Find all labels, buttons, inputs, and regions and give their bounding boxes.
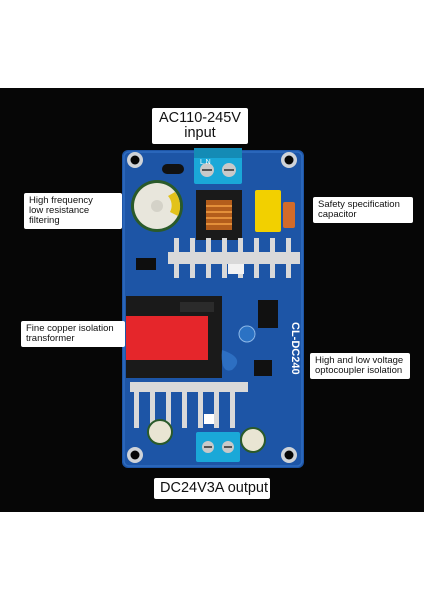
ac-input-callout: AC110-245V input <box>152 108 248 144</box>
lower-heatsink <box>130 382 248 428</box>
product-photo: L N <box>0 88 424 512</box>
optocoupler-line-1: High and low voltage <box>315 355 404 366</box>
optocoupler-callout: High and low voltage optocoupler isolati… <box>310 353 410 379</box>
output-capacitor-left <box>147 419 173 445</box>
ac-input-line-1: AC110-245V <box>159 110 241 126</box>
smd-resistor <box>136 258 156 270</box>
terminal-marks: L N <box>200 159 211 166</box>
small-capacitor <box>238 325 256 343</box>
common-mode-choke <box>196 190 242 240</box>
safety-capacitor-line-1: Safety specification <box>318 199 400 210</box>
dc-output-callout: DC24V3A output <box>154 478 270 499</box>
safety-capacitor <box>255 190 281 232</box>
safety-capacitor-callout: Safety specification capacitor <box>313 197 413 223</box>
optocoupler <box>254 360 272 376</box>
ac-input-line-2: input <box>184 125 216 141</box>
high-frequency-line-1: High frequency <box>29 195 93 206</box>
transformer-line-2: transformer <box>26 333 75 344</box>
upper-heatsink <box>168 238 300 278</box>
input-terminal-block <box>194 148 242 184</box>
output-capacitor-right <box>240 427 266 453</box>
high-frequency-line-2: low resistance <box>29 205 90 216</box>
dc-output-line: DC24V3A output <box>160 480 269 496</box>
mounting-hole-icon <box>127 152 297 463</box>
transformer-line-1: Fine copper isolation <box>26 323 114 334</box>
high-frequency-line-3: filtering <box>29 215 60 226</box>
upper-heatsink-clip <box>228 264 244 274</box>
isolation-transformer <box>126 296 238 378</box>
power-supply-board-image: L N <box>122 148 304 468</box>
model-text: CL-DC240 <box>289 322 301 375</box>
high-frequency-callout: High frequency low resistance filtering <box>24 193 122 229</box>
transformer-callout: Fine copper isolation transformer <box>21 321 125 347</box>
optocoupler-line-2: optocoupler isolation <box>315 365 403 376</box>
led-indicator <box>204 414 214 424</box>
safety-capacitor-line-2: capacitor <box>318 209 357 220</box>
small-orange-capacitor <box>283 202 295 228</box>
ic-chip <box>258 300 278 328</box>
output-terminal-block <box>196 432 240 462</box>
thermistor-component <box>162 164 184 174</box>
filter-capacitor <box>131 180 183 232</box>
